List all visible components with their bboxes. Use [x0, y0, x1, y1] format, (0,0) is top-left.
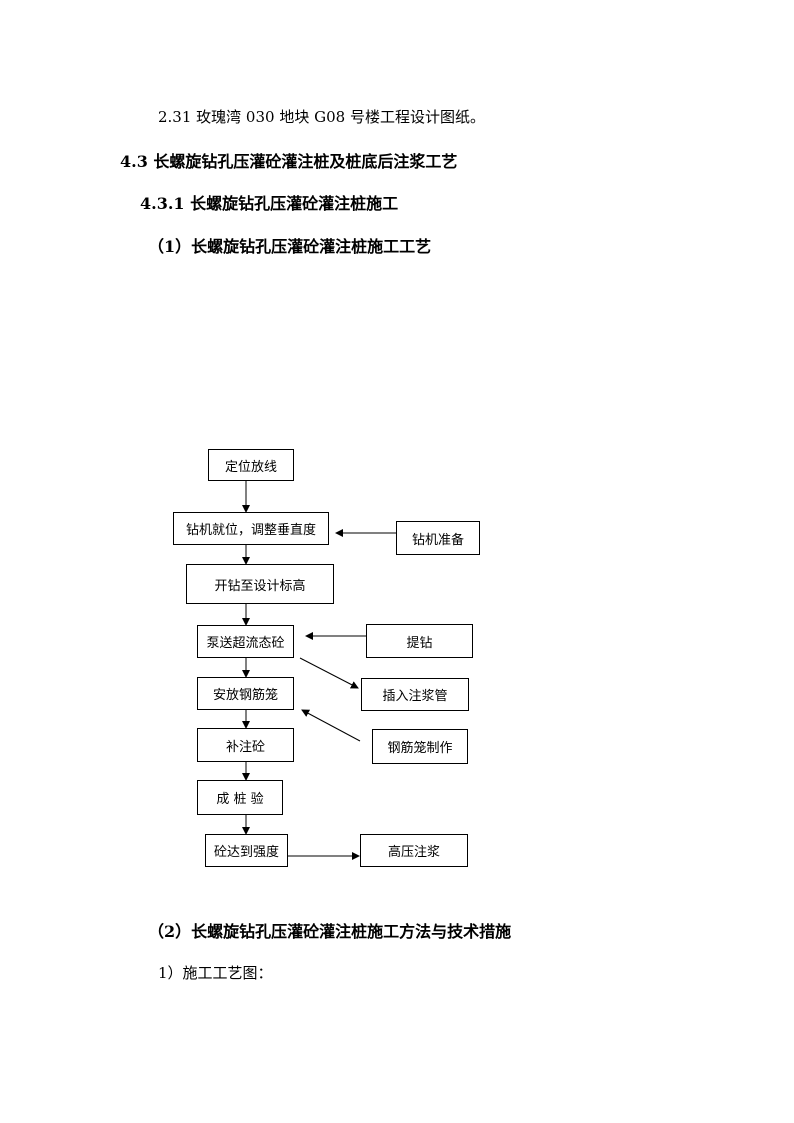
subsection-heading: 4.3.1 长螺旋钻孔压灌砼灌注桩施工 — [140, 194, 399, 213]
reference-item: 2.31 玫瑰湾 030 地块 G08 号楼工程设计图纸。 — [158, 108, 485, 126]
section-heading: 4.3 长螺旋钻孔压灌砼灌注桩及桩底后注浆工艺 — [120, 152, 458, 171]
flow-side-cage-make: 钢筋笼制作 — [372, 729, 468, 764]
arrow-cagemake-to-cage — [301, 709, 361, 742]
flow-step-supplement: 补注砼 — [197, 728, 294, 762]
process-diagram-caption: 1）施工工艺图： — [158, 964, 273, 982]
flow-side-grout: 高压注浆 — [360, 834, 468, 867]
flow-side-rig-prep: 钻机准备 — [396, 521, 480, 555]
flow-step-strength: 砼达到强度 — [205, 834, 288, 867]
flow-step-locate: 定位放线 — [208, 449, 294, 481]
flow-step-pour: 泵送超流态砼 — [197, 625, 294, 658]
process-heading: （1）长螺旋钻孔压灌砼灌注桩施工工艺 — [148, 237, 432, 256]
flow-step-position: 钻机就位，调整垂直度 — [173, 512, 329, 545]
arrow-pour-to-pipe — [299, 657, 359, 689]
flow-step-inspect: 成 桩 验 — [197, 780, 283, 815]
flow-side-insert-pipe: 插入注浆管 — [361, 678, 469, 711]
flow-step-drill: 开钻至设计标高 — [186, 564, 334, 604]
flow-step-cage: 安放钢筋笼 — [197, 677, 294, 710]
flow-side-lift: 提钻 — [366, 624, 473, 658]
methods-heading: （2）长螺旋钻孔压灌砼灌注桩施工方法与技术措施 — [148, 922, 512, 941]
